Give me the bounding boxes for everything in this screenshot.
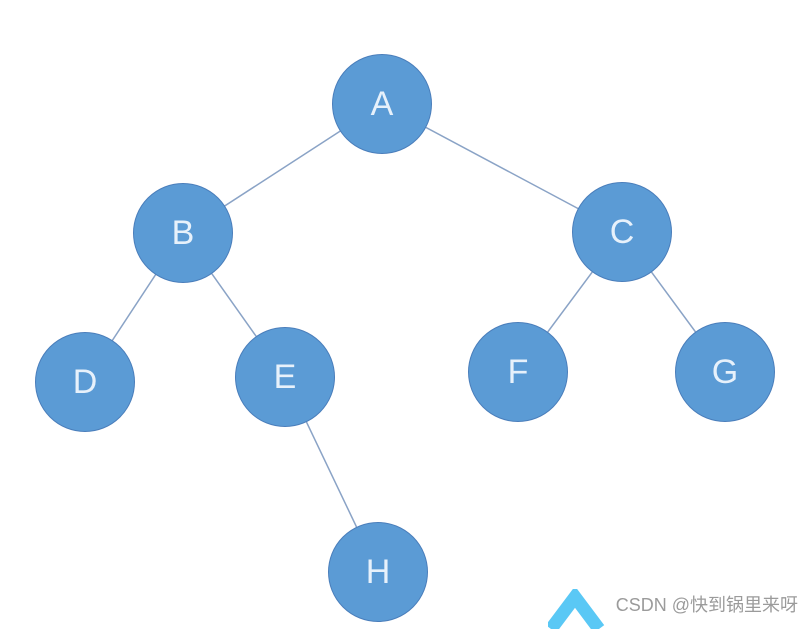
node-label: D [72, 363, 98, 401]
watermark-text: CSDN @快到锅里来呀 [615, 595, 798, 615]
node-label: B [171, 214, 195, 252]
tree-node-H: H [328, 522, 428, 622]
watermark: CSDN @快到锅里来呀 [547, 589, 798, 629]
tree-node-D: D [35, 332, 135, 432]
tree-node-B: B [133, 183, 233, 283]
node-label: F [507, 353, 529, 391]
node-label: H [365, 553, 391, 591]
csdn-logo-icon [547, 589, 604, 629]
tree-node-A: A [332, 54, 432, 154]
tree-node-F: F [468, 322, 568, 422]
node-label: E [273, 358, 297, 396]
node-label: A [370, 85, 394, 123]
tree-node-E: E [235, 327, 335, 427]
tree-node-G: G [675, 322, 775, 422]
node-label: G [711, 353, 739, 391]
node-label: C [609, 213, 635, 251]
tree-node-C: C [572, 182, 672, 282]
